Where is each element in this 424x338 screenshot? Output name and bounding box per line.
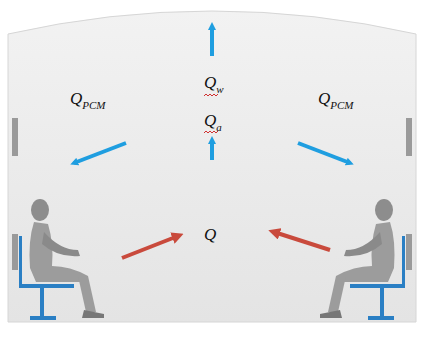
heat-flux-label: Qa (204, 112, 222, 129)
heat-flux-label: Q (204, 226, 216, 243)
heat-flux-label: Qw (204, 74, 224, 91)
heat-arrow (210, 26, 214, 56)
heat-flux-label: QPCM (318, 90, 354, 107)
heat-arrow (274, 232, 330, 250)
pcm-panel (12, 234, 18, 270)
underline-mark (204, 131, 218, 133)
pcm-panel (406, 118, 412, 156)
heat-arrow (298, 143, 350, 163)
underline-mark (204, 94, 218, 96)
heat-arrow (74, 143, 126, 163)
seated-person (320, 199, 405, 318)
heat-arrow (122, 236, 178, 258)
pcm-panel (12, 118, 18, 156)
pcm-panel (406, 234, 412, 270)
cabin-shell (8, 11, 416, 322)
seated-person (19, 199, 104, 318)
heat-flux-label: QPCM (70, 90, 106, 107)
heat-arrow (210, 140, 214, 160)
